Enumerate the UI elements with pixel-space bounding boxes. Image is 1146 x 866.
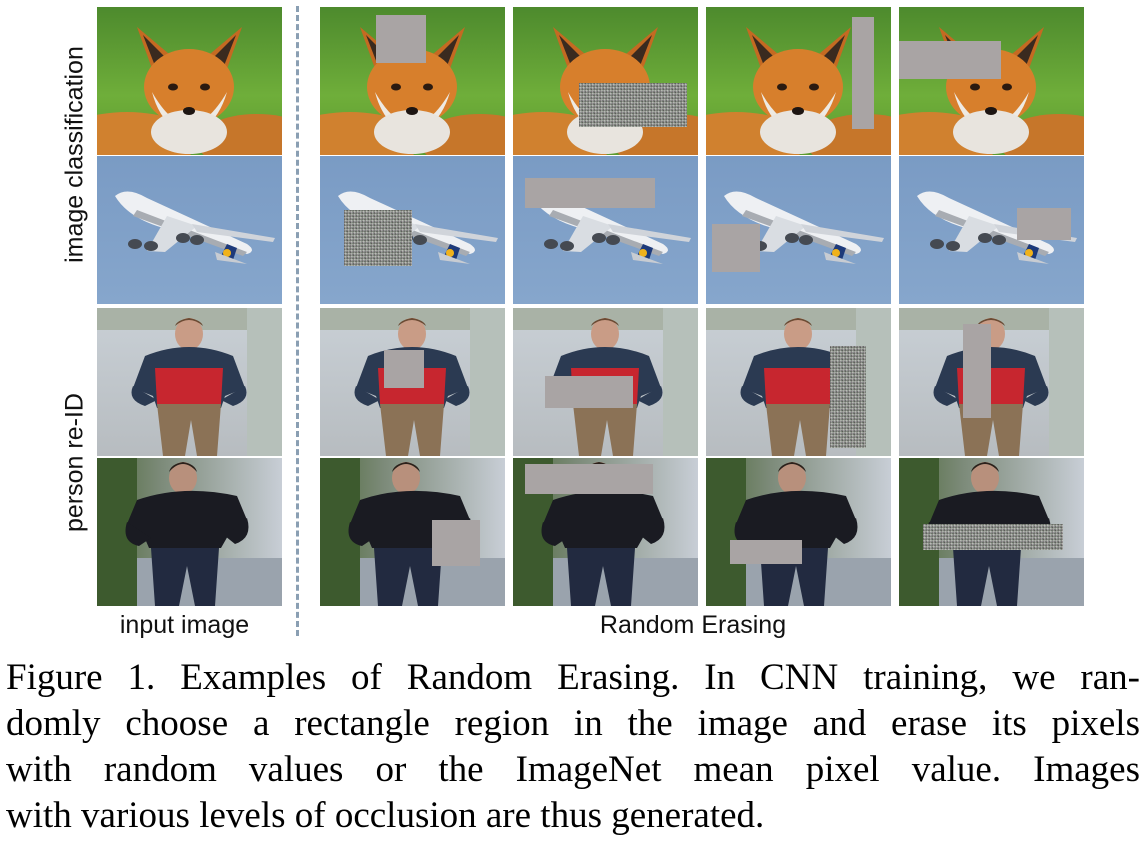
caption-line-3: with random values or the ImageNet mean … bbox=[6, 749, 1140, 790]
fox-erased-image-3 bbox=[706, 7, 891, 155]
person2-erased-image-2 bbox=[513, 458, 698, 606]
person1-erased-image-1 bbox=[320, 308, 505, 456]
erase-region bbox=[1017, 208, 1071, 240]
person2-erased-image-1 bbox=[320, 458, 505, 606]
column-label-random-erasing: Random Erasing bbox=[599, 611, 787, 639]
erase-region bbox=[384, 350, 424, 388]
erase-region bbox=[899, 41, 1001, 79]
person2-erased-image-3 bbox=[706, 458, 891, 606]
airplane-input-image bbox=[97, 156, 282, 304]
erase-region bbox=[432, 520, 480, 566]
column-label-input-image: input image bbox=[119, 611, 250, 639]
airplane-erased-image-1 bbox=[320, 156, 505, 304]
fox-input-image bbox=[97, 7, 282, 155]
person1-erased-image-2 bbox=[513, 308, 698, 456]
erase-region bbox=[376, 15, 426, 63]
fox-erased-image-1 bbox=[320, 7, 505, 155]
erase-region bbox=[963, 324, 991, 418]
fox-erased-image-2 bbox=[513, 7, 698, 155]
caption-line-2: domly choose a rectangle region in the i… bbox=[6, 703, 1140, 744]
person2-input-image bbox=[97, 458, 282, 606]
erase-region bbox=[730, 540, 802, 564]
figure-caption: Figure 1. Examples of Random Erasing. In… bbox=[6, 655, 1140, 839]
person1-erased-image-3 bbox=[706, 308, 891, 456]
noise-erase-region bbox=[579, 83, 687, 127]
erase-region bbox=[712, 224, 760, 272]
erase-region bbox=[852, 17, 874, 129]
airplane-erased-image-3 bbox=[706, 156, 891, 304]
airplane-erased-image-4 bbox=[899, 156, 1084, 304]
caption-line-4: with various levels of occlusion are thu… bbox=[6, 795, 765, 836]
airplane-erased-image-2 bbox=[513, 156, 698, 304]
person2-erased-image-4 bbox=[899, 458, 1084, 606]
person1-erased-image-4 bbox=[899, 308, 1084, 456]
noise-erase-region bbox=[923, 524, 1063, 550]
row-label-image-classification: image classification bbox=[60, 46, 89, 263]
caption-line-1: Figure 1. Examples of Random Erasing. In… bbox=[6, 657, 1140, 698]
fox-erased-image-4 bbox=[899, 7, 1084, 155]
figure-grid: image classification person re-ID bbox=[60, 6, 1084, 639]
person1-input-image bbox=[97, 308, 282, 456]
erase-region bbox=[545, 376, 633, 408]
noise-erase-region bbox=[344, 210, 412, 266]
erase-region bbox=[525, 464, 653, 494]
erase-region bbox=[525, 178, 655, 208]
row-label-person-reid: person re-ID bbox=[60, 393, 89, 532]
noise-erase-region bbox=[830, 346, 866, 448]
dashed-divider bbox=[296, 6, 299, 636]
